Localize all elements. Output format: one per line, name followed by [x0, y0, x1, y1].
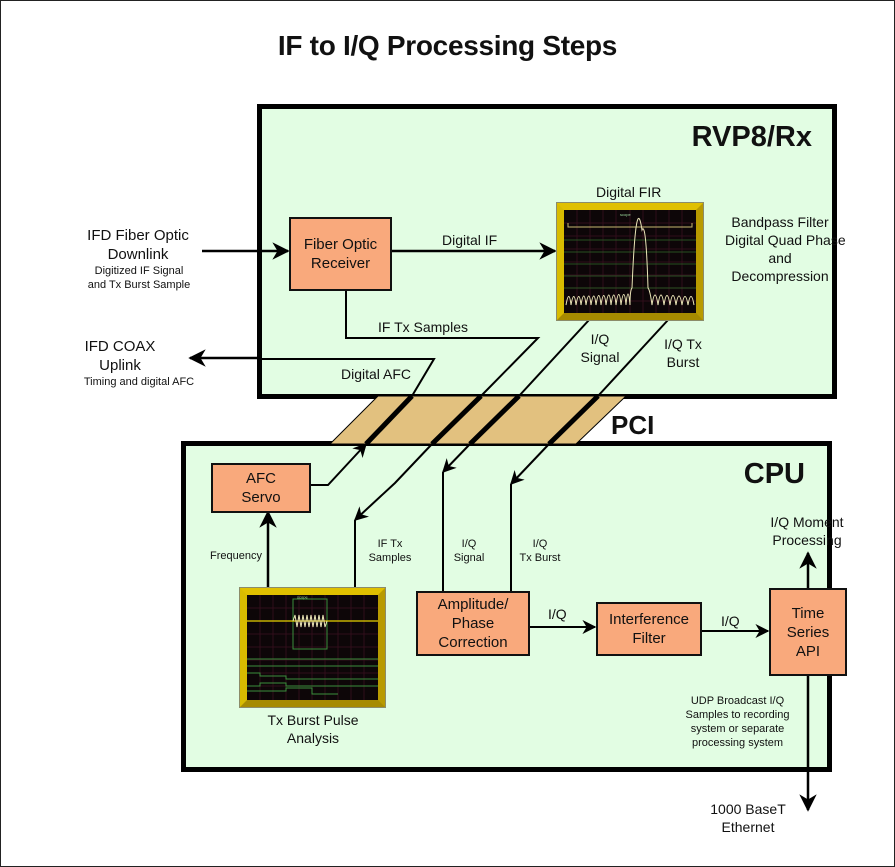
time-series-line1: Time: [791, 604, 825, 622]
amp-phase-line3: Correction: [438, 634, 508, 651]
digital-afc-label: Digital AFC: [341, 366, 412, 382]
pci-label: PCI: [611, 410, 655, 440]
udp-line3: system or separate: [690, 723, 785, 735]
diagram-title: IF to I/Q Processing Steps: [277, 30, 618, 61]
if-tx-samples-label: IF Tx Samples: [378, 319, 468, 335]
tx-burst-line1: Tx Burst Pulse: [267, 712, 359, 728]
time-series-api-block[interactable]: Time Series API: [769, 588, 847, 676]
cpu-iq-tx-burst-line2: Tx Burst: [519, 552, 561, 564]
iq-signal-path: [518, 319, 590, 397]
time-series-line2: Series: [786, 623, 830, 641]
if-tx-samples-cpu-path: [353, 443, 433, 521]
rvp8-iq-signal-line2: Signal: [580, 349, 620, 365]
moment-line2: Processing: [772, 532, 842, 548]
frequency-label: Frequency: [210, 550, 262, 562]
rvp8-iq-tx-burst-line1: I/Q Tx: [664, 336, 702, 352]
fiber-downlink-sub1: Digitized IF Signal: [94, 265, 184, 277]
cpu-if-tx-line2: Samples: [368, 552, 412, 564]
pci-bus: [328, 395, 628, 445]
fir-desc-line1: Bandpass Filter: [731, 214, 829, 230]
time-series-line3: API: [795, 642, 821, 660]
cpu-title: CPU: [743, 458, 805, 490]
cpu-iq-signal-line2: Signal: [453, 552, 485, 564]
svg-text:scope: scope: [620, 212, 631, 217]
amplitude-phase-correction-block[interactable]: Amplitude/ Phase Correction: [416, 591, 530, 656]
fiber-downlink-line2: Downlink: [107, 246, 169, 263]
pci-bus-crossings: [364, 394, 600, 446]
moment-line1: I/Q Moment: [770, 514, 844, 530]
iq-label-1: I/Q: [548, 606, 567, 622]
fiber-downlink-line1: IFD Fiber Optic: [87, 227, 189, 244]
udp-line2: Samples to recording: [685, 709, 790, 721]
coax-uplink-sub: Timing and digital AFC: [83, 376, 195, 388]
coax-uplink-line2: Uplink: [99, 357, 141, 374]
fiber-downlink-sub: Digitized IF Signal and Tx Burst Sample: [74, 264, 204, 292]
fir-spectrum-plot: scope: [564, 210, 696, 313]
iq-tx-burst-path: [597, 319, 669, 397]
coax-uplink-title: IFD COAX Uplink: [70, 337, 170, 375]
fiber-downlink-title: IFD Fiber Optic Downlink: [70, 226, 206, 264]
if-tx-samples-path: [345, 290, 541, 397]
iq-moment-processing-label: I/Q Moment Processing: [752, 513, 862, 549]
digital-afc-path: [257, 358, 436, 397]
iq-signal-cpu-arrow: [442, 443, 471, 474]
cpu-iq-signal-label: I/Q Signal: [449, 537, 489, 565]
interference-line1: Interference: [608, 611, 690, 628]
interference-line2: Filter: [632, 630, 666, 647]
ethernet-label: 1000 BaseT Ethernet: [700, 800, 796, 836]
rvp8-title: RVP8/Rx: [691, 121, 812, 153]
tx-burst-line2: Analysis: [286, 730, 340, 746]
fir-desc-line3: and: [768, 250, 792, 266]
afc-servo-line2: Servo: [241, 489, 281, 506]
coax-uplink-line1: IFD COAX: [84, 338, 156, 355]
rvp8-iq-tx-burst-label: I/Q Tx Burst: [658, 335, 708, 371]
afc-servo-block[interactable]: AFC Servo: [211, 463, 311, 513]
amp-phase-line2: Phase: [451, 615, 495, 632]
tx-burst-analysis-label: Tx Burst Pulse Analysis: [240, 711, 386, 747]
digital-fir-label: Digital FIR: [596, 184, 662, 200]
cpu-iq-signal-line1: I/Q: [461, 538, 477, 550]
fir-desc-line4: Decompression: [731, 268, 829, 284]
afc-servo-line1: AFC: [246, 470, 276, 487]
rvp8-iq-tx-burst-line2: Burst: [666, 354, 700, 370]
digital-if-label: Digital IF: [442, 232, 498, 248]
udp-broadcast-note: UDP Broadcast I/Q Samples to recording s…: [675, 694, 800, 750]
interference-filter-block[interactable]: Interference Filter: [596, 602, 702, 656]
udp-line1: UDP Broadcast I/Q: [690, 695, 785, 707]
cpu-iq-tx-burst-label: I/Q Tx Burst: [515, 537, 565, 565]
rvp8-iq-signal-line1: I/Q: [590, 331, 610, 347]
cpu-iq-tx-burst-line1: I/Q: [532, 538, 548, 550]
cpu-if-tx-line1: IF Tx: [377, 538, 403, 550]
fiber-optic-receiver-block[interactable]: Fiber Optic Receiver: [289, 217, 392, 291]
svg-text:scope: scope: [297, 595, 308, 600]
iq-tx-burst-cpu-arrow: [510, 443, 550, 486]
ethernet-line1: 1000 BaseT: [710, 801, 786, 817]
digital-fir-scope[interactable]: scope: [556, 202, 704, 321]
iq-label-2: I/Q: [721, 613, 740, 629]
udp-line4: processing system: [691, 737, 784, 749]
tx-burst-pulse-plot: scope: [247, 595, 378, 700]
ethernet-line2: Ethernet: [721, 819, 775, 835]
cpu-if-tx-samples-label: IF Tx Samples: [360, 537, 420, 565]
amp-phase-line1: Amplitude/: [437, 596, 509, 613]
rvp8-iq-signal-label: I/Q Signal: [575, 330, 625, 366]
fir-description: Bandpass Filter Digital Quad Phase and D…: [725, 213, 846, 285]
tx-burst-scope[interactable]: scope: [239, 587, 386, 708]
afc-servo-out-path: [311, 442, 367, 486]
fiber-downlink-sub2: and Tx Burst Sample: [87, 279, 191, 291]
fir-desc-line2: Digital Quad Phase: [725, 232, 846, 248]
